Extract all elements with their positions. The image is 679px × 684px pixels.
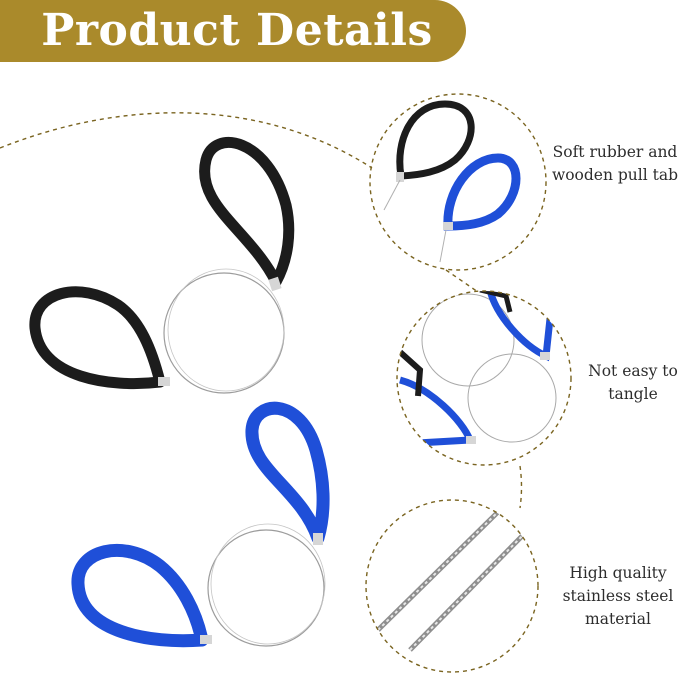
callout-line: tangle <box>608 385 658 403</box>
callout-line: Not easy to <box>588 362 678 380</box>
detail-circle-tangle <box>396 290 572 466</box>
black-wire-saw <box>29 137 295 394</box>
detail-circle-handles <box>369 93 547 271</box>
callout-pull-tab: Soft rubber and wooden pull tab <box>548 141 679 187</box>
dashed-arc-top <box>0 112 373 169</box>
dashed-connector-1 <box>445 269 479 293</box>
page-title: Product Details <box>41 5 433 56</box>
title-banner: Product Details <box>0 0 466 62</box>
callout-material: High quality stainless steel material <box>556 562 679 631</box>
callout-tangle: Not easy to tangle <box>585 360 679 406</box>
callout-line: wooden pull tab <box>551 166 679 184</box>
dashed-connector-2 <box>519 465 523 509</box>
detail-circle-steel <box>365 499 539 673</box>
blue-wire-saw <box>71 401 330 648</box>
callout-line: Soft rubber and <box>552 143 678 161</box>
callout-line: material <box>585 610 651 628</box>
callout-line: stainless steel <box>562 587 674 605</box>
callout-line: High quality <box>569 564 667 582</box>
